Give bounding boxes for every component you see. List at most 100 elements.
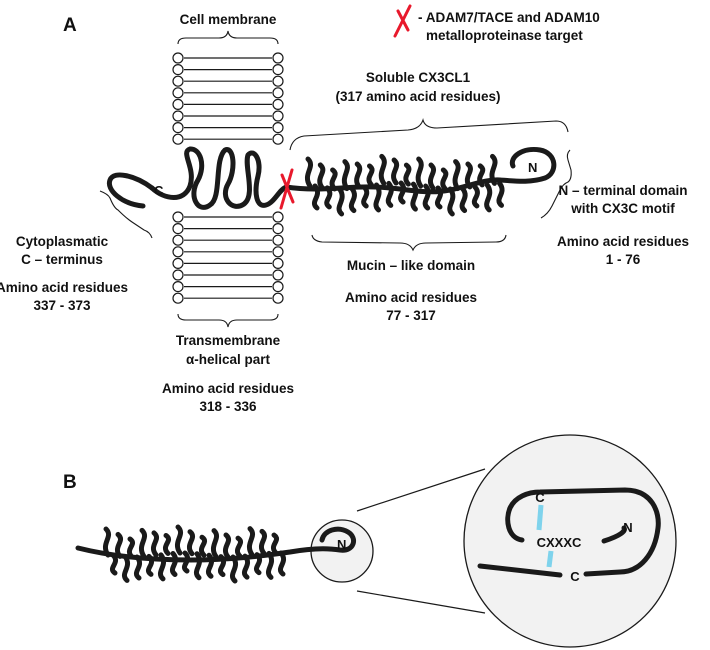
tm-res-1: Amino acid residues [162, 381, 294, 396]
side-chain-down [146, 553, 155, 577]
side-chain-down [471, 184, 480, 209]
side-chain-up [138, 527, 148, 559]
side-chain-up [198, 534, 207, 558]
membrane-top-bilayer [172, 52, 284, 145]
nterm-res-2: 1 - 76 [606, 252, 641, 267]
mucin-side-chains-a [304, 153, 505, 217]
legend-cleavage-mark-icon [393, 4, 412, 38]
zoom-n-tail [601, 525, 627, 544]
side-chain-down [336, 186, 345, 217]
lipid-row [172, 87, 284, 99]
mucin-res-2: 77 - 317 [386, 308, 436, 323]
n-terminus-b-label: N [337, 537, 346, 552]
side-chain-up [354, 161, 363, 190]
side-chain-down [229, 554, 239, 584]
side-chain-down [265, 550, 275, 580]
tm-label-2: α-helical part [186, 352, 271, 367]
side-chain-down [110, 552, 119, 576]
lipid-row [172, 75, 284, 87]
side-chain-up [210, 528, 220, 560]
side-chain-up [341, 159, 350, 192]
nterm-label-1: N – terminal domain [558, 183, 687, 198]
tm-label-1: Transmembrane [176, 333, 281, 348]
side-chain-down [254, 552, 263, 576]
lipid-row [172, 98, 284, 111]
cyto-res-1: Amino acid residues [0, 280, 128, 295]
side-chain-up [391, 157, 400, 186]
side-chain-up [464, 161, 473, 190]
side-chain-up [489, 153, 498, 186]
side-chain-up [427, 162, 437, 191]
side-chain-down [484, 182, 493, 213]
side-chain-down [496, 180, 505, 208]
transmembrane-brace [177, 313, 279, 328]
disulfide-bonds [536, 504, 554, 568]
side-chain-up [174, 524, 184, 556]
side-chain-down [241, 553, 251, 580]
lipid-row [172, 292, 284, 304]
zoom-c-bottom-label: C [570, 569, 580, 584]
side-chain-down [311, 183, 321, 211]
nterm-res-1: Amino acid residues [557, 234, 689, 249]
side-chain-up [378, 153, 387, 186]
side-chain-down [410, 181, 419, 212]
side-chain-up [222, 532, 232, 560]
lipid-row [172, 223, 284, 235]
mucin-brace [311, 234, 507, 252]
n-terminus-label: N [528, 160, 537, 175]
n-terminal-brace [540, 149, 572, 219]
side-chain-down [169, 550, 179, 577]
side-chain-down [385, 180, 394, 208]
lipid-row [172, 234, 284, 246]
lipid-row [172, 133, 284, 145]
lipid-row [172, 246, 284, 258]
side-chain-down [398, 180, 407, 205]
membrane-label: Cell membrane [180, 12, 277, 27]
soluble-brace [289, 118, 569, 151]
lipid-row [172, 281, 284, 293]
side-chain-up [162, 532, 171, 556]
side-chain-down [435, 185, 444, 210]
lipid-row [172, 211, 284, 223]
legend-line-1: - ADAM7/TACE and ADAM10 [418, 10, 600, 25]
mucin-side-chains-b [102, 524, 287, 584]
soluble-label-1: Soluble CX3CL1 [366, 70, 471, 85]
side-chain-up [234, 535, 243, 559]
cleavage-site-mark [279, 168, 295, 210]
side-chain-up [102, 526, 112, 558]
side-chain-up [186, 529, 196, 557]
c-terminus-label: C [154, 183, 164, 198]
side-chain-up [114, 531, 124, 559]
side-chain-down [348, 186, 357, 214]
side-chain-down [133, 554, 143, 581]
side-chain-up [150, 530, 160, 558]
tm-res-2: 318 - 336 [199, 399, 257, 414]
lipid-row [172, 269, 284, 281]
cyto-label-2: C – terminus [21, 252, 103, 267]
side-chain-down [324, 185, 333, 210]
side-chain-down [422, 183, 431, 211]
lipid-row [172, 110, 284, 122]
lipid-row [172, 63, 284, 76]
lipid-row [172, 257, 284, 269]
side-chain-down [459, 186, 468, 214]
side-chain-down [182, 550, 191, 574]
side-chain-down [361, 184, 370, 209]
side-chain-up [126, 536, 135, 560]
side-chain-up [415, 156, 424, 189]
side-chain-down [205, 552, 215, 579]
side-chain-down [121, 553, 131, 583]
nterm-label-2: with CX3C motif [570, 201, 675, 216]
cytoplasmic-brace [99, 190, 153, 239]
side-chain-up [477, 163, 486, 188]
side-chain-down [447, 186, 456, 217]
side-chain-up [304, 156, 314, 189]
mucin-label: Mucin – like domain [347, 258, 475, 273]
lipid-row [172, 121, 284, 134]
zoom-c-top-label: C [535, 490, 545, 505]
zoom-n-label: N [623, 520, 632, 535]
zoom-connector-lines [356, 468, 486, 614]
side-chain-up [403, 162, 412, 187]
side-chain-down [157, 552, 167, 582]
zoom-cxxxc-label: CXXXC [537, 535, 582, 550]
